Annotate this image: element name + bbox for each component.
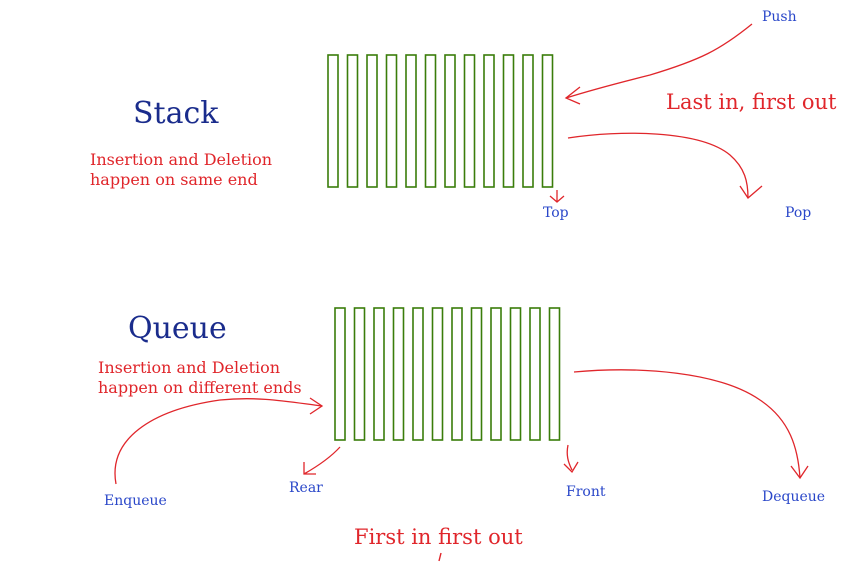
queue-slot bbox=[431, 307, 444, 441]
queue-title: Queue bbox=[128, 311, 227, 346]
stack-rule: Last in, first out bbox=[666, 90, 837, 114]
queue-slot bbox=[509, 307, 522, 441]
stack-slot bbox=[483, 54, 495, 188]
queue-slot bbox=[392, 307, 405, 441]
comma-mark bbox=[438, 552, 442, 562]
stack-note-line2: happen on same end bbox=[90, 170, 258, 189]
push-arrow-head bbox=[564, 86, 581, 105]
dequeue-label: Dequeue bbox=[762, 489, 826, 505]
queue-slots bbox=[334, 307, 561, 441]
queue-slot bbox=[490, 307, 502, 441]
queue-slot bbox=[470, 307, 483, 441]
queue-slot bbox=[451, 307, 463, 441]
queue-slot bbox=[529, 307, 541, 441]
queue-note-line1: Insertion and Deletion bbox=[98, 358, 281, 377]
enqueue-arrow bbox=[114, 398, 323, 485]
push-label: Push bbox=[762, 9, 797, 25]
stack-slot bbox=[463, 54, 476, 188]
stack-note-line1: Insertion and Deletion bbox=[90, 150, 273, 169]
queue-slot bbox=[353, 307, 366, 441]
enqueue-arrow-head bbox=[309, 397, 324, 415]
stack-slot bbox=[502, 54, 515, 188]
pop-label: Pop bbox=[785, 205, 812, 221]
rear-label: Rear bbox=[289, 480, 323, 496]
stack-slot bbox=[405, 54, 417, 188]
stack-slots bbox=[327, 54, 554, 188]
stack-slot bbox=[327, 54, 339, 188]
dequeue-arrow-head bbox=[790, 465, 809, 480]
stack-slot bbox=[346, 54, 359, 188]
stack-slot bbox=[385, 54, 398, 188]
queue-slot bbox=[412, 307, 424, 441]
dequeue-arrow bbox=[573, 369, 801, 479]
stack-note: Insertion and Deletion happen on same en… bbox=[90, 150, 272, 190]
pop-arrow bbox=[567, 132, 749, 199]
stack-slot bbox=[424, 54, 437, 188]
top-label: Top bbox=[543, 205, 569, 221]
top-arrow bbox=[549, 190, 565, 203]
stack-slot bbox=[366, 54, 378, 188]
queue-note: Insertion and Deletion happen on differe… bbox=[98, 358, 302, 398]
queue-slot bbox=[334, 307, 346, 441]
push-arrow bbox=[565, 23, 753, 99]
stack-slot bbox=[522, 54, 534, 188]
stack-slot bbox=[541, 54, 554, 188]
queue-slot bbox=[548, 307, 561, 441]
front-arrow bbox=[563, 444, 579, 474]
front-label: Front bbox=[566, 484, 606, 500]
pop-arrow-head bbox=[739, 185, 763, 199]
stack-slot bbox=[444, 54, 456, 188]
rear-arrow bbox=[303, 446, 341, 475]
enqueue-label: Enqueue bbox=[104, 493, 167, 509]
queue-note-line2: happen on different ends bbox=[98, 378, 302, 397]
stack-title: Stack bbox=[133, 96, 219, 131]
queue-rule: First in first out bbox=[354, 525, 523, 549]
queue-slot bbox=[373, 307, 385, 441]
